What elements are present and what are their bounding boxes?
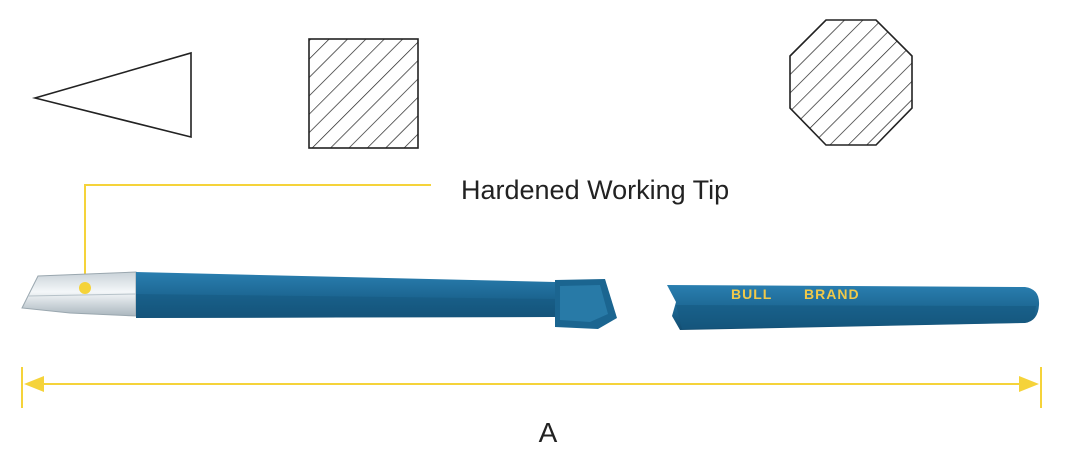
arrow-left-icon (24, 376, 44, 392)
dimension-line (21, 367, 1042, 408)
chisel-left-section (21, 271, 617, 329)
octagonal-section (789, 19, 913, 146)
callout-label: Hardened Working Tip (461, 175, 729, 205)
callout-leader-line (84, 184, 431, 287)
arrow-right-icon (1019, 376, 1039, 392)
brand-word-1: BULL (731, 286, 772, 302)
square-section (308, 38, 419, 149)
dimension-label: A (539, 417, 558, 448)
tip-marker-dot (79, 282, 91, 294)
tip-triangle-section (31, 51, 192, 139)
chisel-right-section: BULL BRAND (667, 285, 1040, 330)
brand-word-2: BRAND (804, 286, 860, 302)
